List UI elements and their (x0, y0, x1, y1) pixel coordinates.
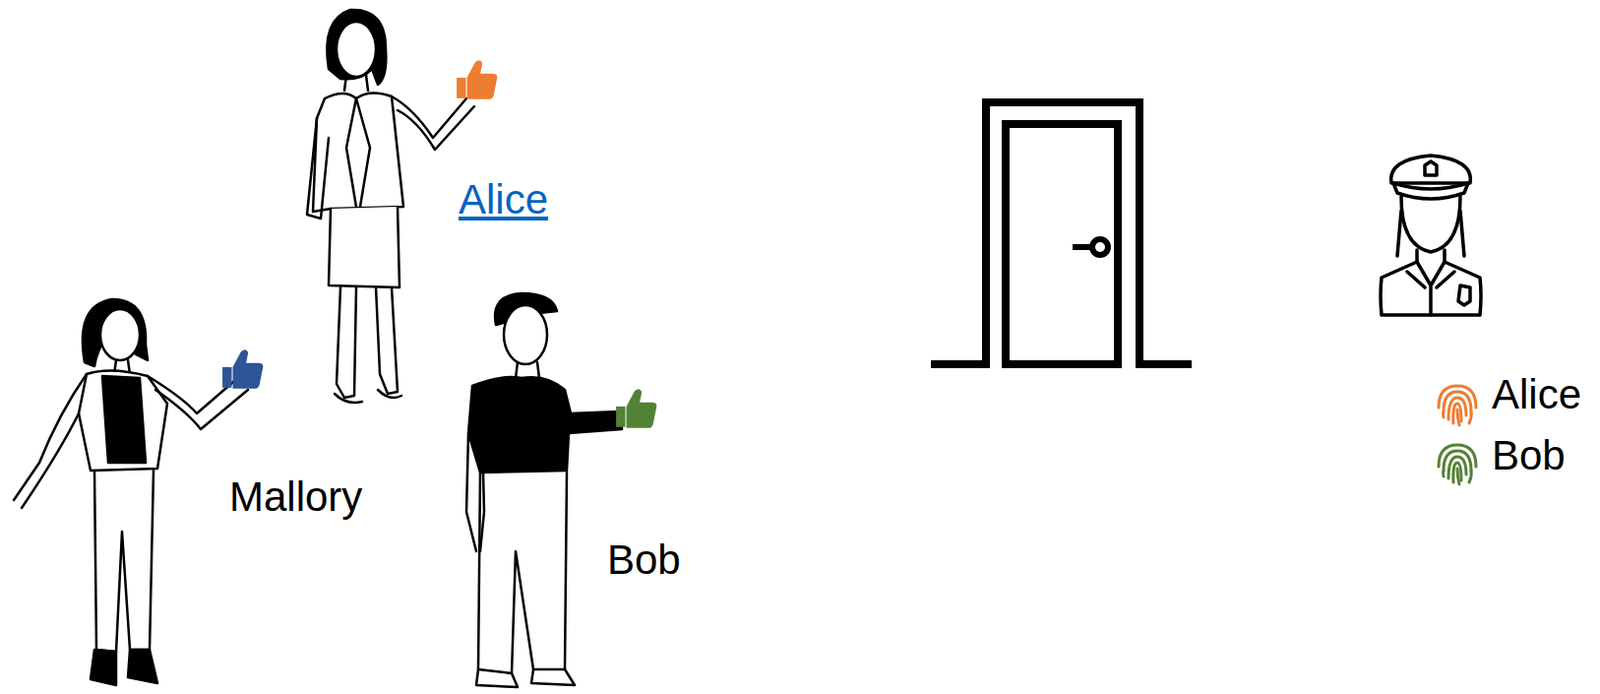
allowed-name: Bob (1491, 432, 1566, 479)
bob-figure (466, 293, 657, 687)
door-symbol (930, 102, 1192, 365)
fingerprint-icon (1438, 385, 1477, 426)
person-name: Bob (607, 537, 681, 583)
person-name: Mallory (229, 474, 363, 520)
guard-icon (1380, 155, 1481, 315)
person-name-link: Alice (458, 177, 549, 223)
mallory-figure (13, 299, 263, 685)
allowed-name: Alice (1491, 371, 1582, 418)
fingerprint-icon (1438, 444, 1477, 485)
